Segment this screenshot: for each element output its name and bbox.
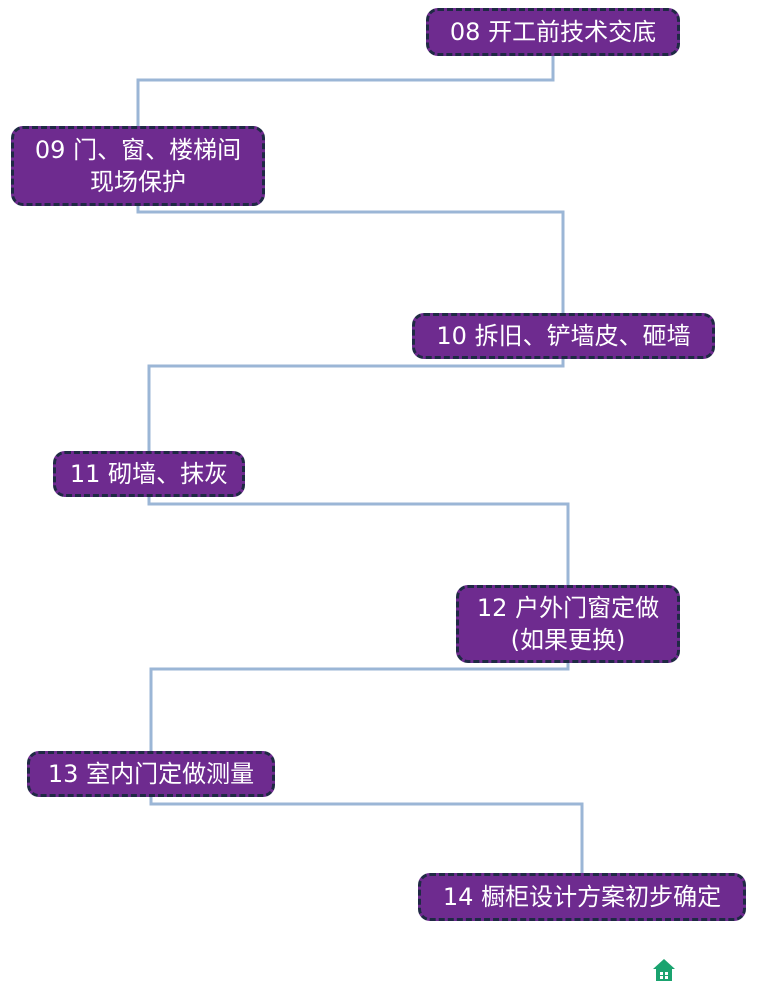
step-box-08: 08 开工前技术交底 [426, 8, 680, 56]
home-icon[interactable] [651, 957, 677, 983]
step-08-line-1: 08 开工前技术交底 [449, 18, 657, 46]
step-box-13: 13 室内门定做测量 [27, 751, 275, 797]
step-12-line-2: (如果更换) [510, 626, 626, 654]
step-box-14: 14 橱柜设计方案初步确定 [418, 873, 746, 921]
connector-09-10 [136, 206, 565, 313]
step-10-line-1: 10 拆旧、铲墙皮、砸墙 [436, 322, 691, 350]
step-12-line-1: 12 户外门窗定做 [476, 594, 660, 622]
step-09-line-2: 现场保护 [89, 168, 186, 196]
step-14-line-1: 14 橱柜设计方案初步确定 [442, 883, 722, 911]
step-box-11: 11 砌墙、抹灰 [53, 451, 245, 497]
step-09-line-1: 09 门、窗、楼梯间 [34, 136, 242, 164]
connector-12-13 [149, 663, 570, 751]
step-13-line-1: 13 室内门定做测量 [47, 760, 255, 788]
connector-11-12 [147, 497, 570, 585]
connector-08-09 [136, 56, 555, 126]
step-box-09: 09 门、窗、楼梯间 现场保护 [11, 126, 265, 206]
connector-10-11 [147, 359, 565, 451]
step-box-12: 12 户外门窗定做 (如果更换) [456, 585, 680, 663]
step-11-line-1: 11 砌墙、抹灰 [69, 460, 229, 488]
step-box-10: 10 拆旧、铲墙皮、砸墙 [412, 313, 715, 359]
connector-13-14 [149, 797, 584, 873]
